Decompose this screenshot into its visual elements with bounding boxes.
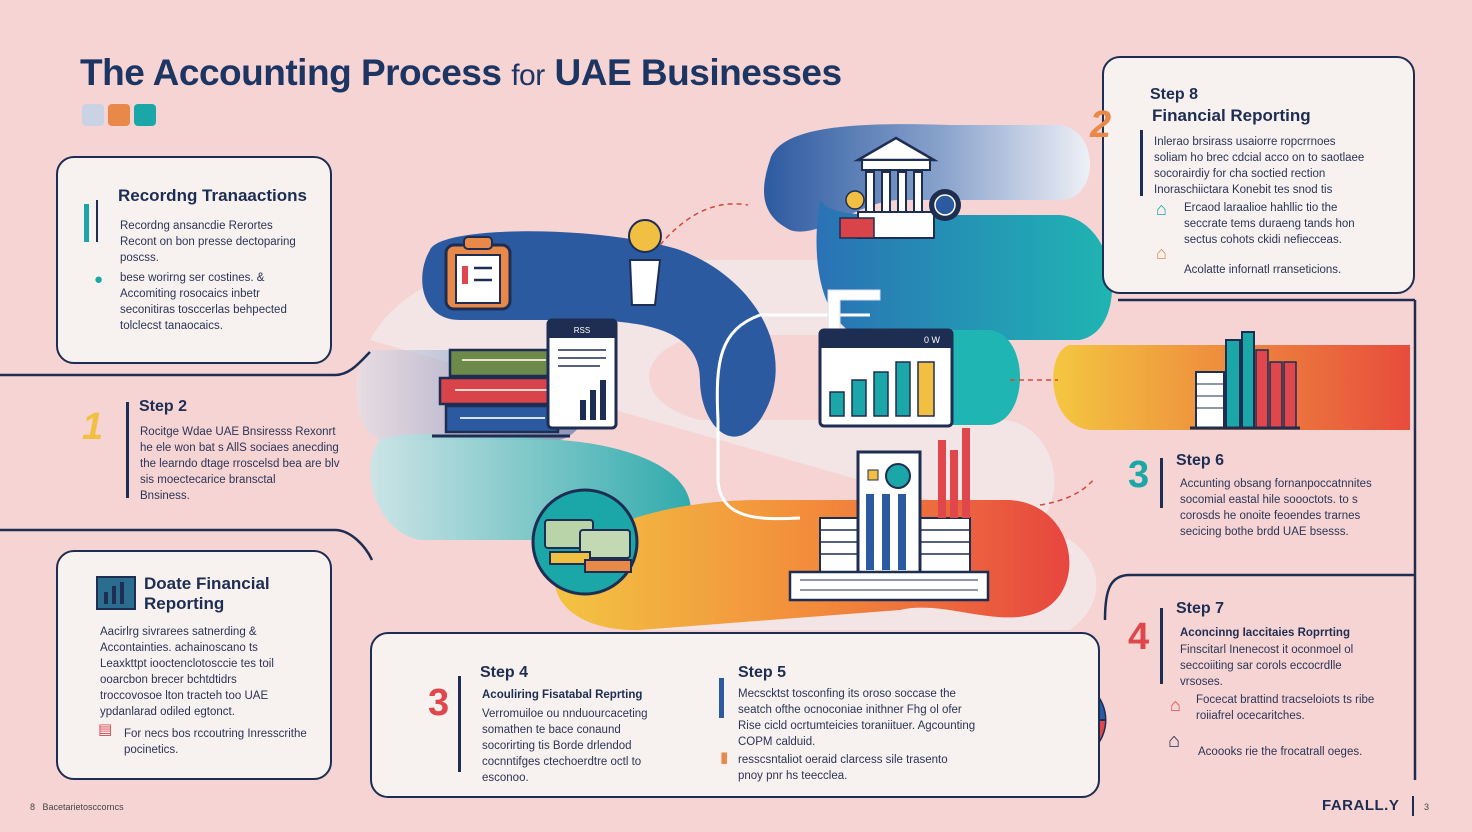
color-swatch-light xyxy=(82,104,104,126)
step7-text-3: Acoooks rie the frocatrall oeges. xyxy=(1198,746,1363,758)
page-number: 3 xyxy=(1424,802,1430,812)
card-recording-transactions: Recordng Tranaactions Recordng ansancdie… xyxy=(56,156,332,364)
receipt-icon: ▤ xyxy=(98,721,113,738)
house-icon: ⌂ xyxy=(1170,695,1181,715)
step2-divider xyxy=(126,402,129,498)
tower-chart-icon xyxy=(788,428,990,602)
card3-text: Aacirlrg sivrarees satnerding & Accontai… xyxy=(100,626,274,718)
dashboard-window-icon: 0 W xyxy=(818,328,954,428)
step8-number: 2 xyxy=(1090,104,1112,146)
bank-icon xyxy=(839,136,961,239)
stacked-bars-icon xyxy=(1190,331,1300,430)
step8-text: Inlerao brsirass usaiorre ropcrrnoes sol… xyxy=(1154,136,1365,196)
document-icon: ▮ xyxy=(720,749,729,766)
step4-text: Verromuiloe ou nnduourcaceting somathen … xyxy=(482,708,648,784)
card-financial-reporting-left: Doate Financial Reporting Aacirlrg sivra… xyxy=(56,550,332,780)
step8-title: Step 8 xyxy=(1150,86,1199,103)
lock-icon: ⌂ xyxy=(1156,199,1167,219)
step2-number: 1 xyxy=(82,406,104,448)
step6-text: Accunting obsang fornanpoccatnnites soco… xyxy=(1180,478,1372,538)
window-label: 0 W xyxy=(924,335,941,345)
step6-number: 3 xyxy=(1128,454,1150,496)
step5-text-2: resscsntaliot oeraid clarcess sile trase… xyxy=(738,754,948,782)
building-icon: ⌂ xyxy=(1156,243,1167,263)
chart-icon xyxy=(96,576,136,610)
step5-title: Step 5 xyxy=(738,664,787,681)
teal-accent-bar xyxy=(84,204,89,242)
card1-title: Recordng Tranaactions xyxy=(118,186,307,205)
brand-logo: FARALL.Y xyxy=(1322,797,1400,814)
ledger-document-icon: RSS xyxy=(546,318,618,430)
card1-text: Recordng ansancdie Rerortes Recont on bo… xyxy=(120,220,296,264)
step8-text-3: Acolatte infornatl rranseticions. xyxy=(1184,264,1342,276)
step7-text-2: Focecat brattind tracseloiots ts ribe ro… xyxy=(1196,694,1375,722)
footer-divider xyxy=(1412,796,1414,816)
step4-heading: Acouliring Fisatabal Reprting xyxy=(482,689,643,701)
card3-title: Doate Financial Reporting xyxy=(144,574,270,613)
person-icon xyxy=(628,219,662,306)
step6-divider xyxy=(1160,458,1163,508)
step8-subtitle: Financial Reporting xyxy=(1152,106,1311,125)
step4-divider xyxy=(458,676,461,772)
books-icon xyxy=(432,348,570,438)
step2-text: Rocitge Wdae UAE Bnsiresss Rexonrt he el… xyxy=(140,426,340,502)
step7-number: 4 xyxy=(1128,616,1150,658)
ledger-label: RSS xyxy=(574,326,590,335)
money-icon xyxy=(531,488,639,596)
color-swatch-orange xyxy=(108,104,130,126)
card-steps-4-5: 3 Step 4 Acouliring Fisatabal Reprting V… xyxy=(370,632,1100,798)
step8-text-2: Ercaod laraalioe hahllic tio the seccrat… xyxy=(1184,202,1355,246)
footer-left: 8 Bacetarietosccorncs xyxy=(30,802,124,812)
faucet-icon xyxy=(827,289,881,331)
card-step8-financial-reporting: Step 8 Financial Reporting Inlerao brsir… xyxy=(1102,56,1415,294)
step7-heading: Aconcinng Iaccitaies Roprrting xyxy=(1180,627,1350,639)
card3-text-2: For necs bos rccoutring Inresscrithe poc… xyxy=(124,728,307,756)
step6-title: Step 6 xyxy=(1176,452,1225,469)
step5-accent-bar xyxy=(719,678,724,718)
step8-divider xyxy=(1140,130,1143,196)
page-title: The Accounting Process for UAE Businesse… xyxy=(80,52,842,93)
color-swatch-teal xyxy=(134,104,156,126)
step7-divider xyxy=(1160,608,1163,684)
step2-title: Step 2 xyxy=(139,398,188,415)
navy-accent-bar xyxy=(96,200,98,242)
clipboard-icon xyxy=(444,236,512,311)
card1-text-2: bese worirng ser costines. & Accomiting … xyxy=(120,272,287,332)
step4-title: Step 4 xyxy=(480,664,529,681)
home-icon: ⌂ xyxy=(1168,730,1181,752)
step5-text: Mecscktst tosconfing its oroso soccase t… xyxy=(738,688,976,748)
step4-number: 3 xyxy=(428,682,450,724)
coin-icon: ● xyxy=(94,271,104,288)
step7-title: Step 7 xyxy=(1176,600,1225,617)
step7-text: Finscitarl Inenecost it oconmoel ol secc… xyxy=(1180,644,1354,688)
